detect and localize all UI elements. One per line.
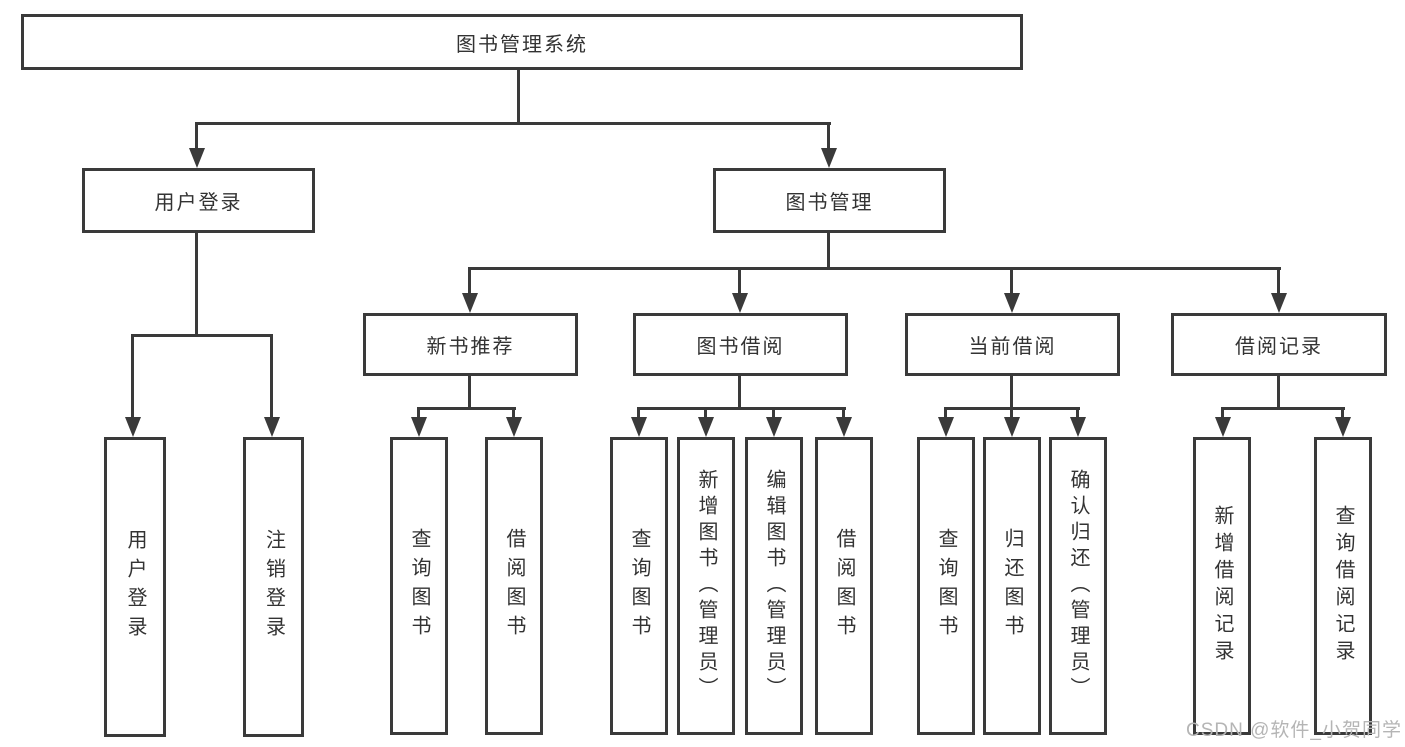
node-borrow-records: 借阅记录 <box>1171 313 1387 376</box>
leaf-label: 借阅图书 <box>503 528 525 644</box>
connector-line <box>270 334 273 419</box>
leaf-label: 新增图书（管理员） <box>695 469 717 703</box>
leaf-label: 编辑图书（管理员） <box>763 469 785 703</box>
leaf-label: 查询图书 <box>935 528 957 644</box>
node-label: 新书推荐 <box>426 336 515 358</box>
connector-line <box>468 376 471 410</box>
connector-line <box>827 122 830 150</box>
node-label: 当前借阅 <box>968 336 1057 358</box>
connector-line <box>1221 407 1345 410</box>
arrowhead-icon <box>698 417 714 437</box>
arrowhead-icon <box>631 417 647 437</box>
connector-line <box>1010 376 1013 410</box>
arrowhead-icon <box>1004 417 1020 437</box>
connector-line <box>842 407 845 419</box>
leaf-borrow-books-recommend: 借阅图书 <box>485 437 543 735</box>
connector-line <box>738 376 741 410</box>
connector-line <box>637 407 846 410</box>
connector-line <box>468 267 471 295</box>
leaf-label: 借阅图书 <box>833 528 855 644</box>
arrowhead-icon <box>506 417 522 437</box>
arrowhead-icon <box>938 417 954 437</box>
arrowhead-icon <box>821 148 837 168</box>
connector-line <box>417 407 420 419</box>
connector-line <box>1010 407 1013 419</box>
connector-line <box>704 407 707 419</box>
leaf-return-books: 归还图书 <box>983 437 1041 735</box>
connector-line <box>417 407 516 410</box>
leaf-label: 查询图书 <box>408 528 430 644</box>
leaf-edit-books-admin: 编辑图书（管理员） <box>745 437 803 735</box>
arrowhead-icon <box>189 148 205 168</box>
node-book-borrowing: 图书借阅 <box>633 313 848 376</box>
connector-line <box>468 267 1281 270</box>
leaf-query-books-recommend: 查询图书 <box>390 437 448 735</box>
connector-line <box>195 122 198 150</box>
arrowhead-icon <box>411 417 427 437</box>
leaf-user-login: 用户登录 <box>104 437 166 737</box>
leaf-borrow-books: 借阅图书 <box>815 437 873 735</box>
arrowhead-icon <box>1271 293 1287 313</box>
connector-line <box>1341 407 1344 419</box>
node-label: 借阅记录 <box>1235 336 1323 358</box>
leaf-query-books-borrow: 查询图书 <box>610 437 668 735</box>
connector-line <box>772 407 775 419</box>
node-label: 图书借阅 <box>696 336 785 358</box>
leaf-label: 查询借阅记录 <box>1332 505 1354 667</box>
leaf-label: 确认归还（管理员） <box>1067 469 1089 703</box>
node-new-book-recommend: 新书推荐 <box>363 313 578 376</box>
leaf-label: 注销登录 <box>262 529 285 645</box>
connector-line <box>131 334 134 419</box>
node-book-management: 图书管理 <box>713 168 946 233</box>
node-current-borrowing: 当前借阅 <box>905 313 1120 376</box>
connector-line <box>637 407 640 419</box>
arrowhead-icon <box>1215 417 1231 437</box>
leaf-add-books-admin: 新增图书（管理员） <box>677 437 735 735</box>
csdn-watermark: CSDN @软件_小贺同学 <box>1186 720 1402 741</box>
leaf-label: 归还图书 <box>1001 528 1023 644</box>
arrowhead-icon <box>732 293 748 313</box>
arrowhead-icon <box>1004 293 1020 313</box>
leaf-add-borrow-record: 新增借阅记录 <box>1193 437 1251 735</box>
connector-line <box>1277 376 1280 410</box>
leaf-logout: 注销登录 <box>243 437 304 737</box>
arrowhead-icon <box>1335 417 1351 437</box>
connector-line <box>1221 407 1224 419</box>
connector-line <box>1277 267 1280 295</box>
leaf-label: 查询图书 <box>628 528 650 644</box>
connector-line <box>512 407 515 419</box>
connector-line <box>195 122 831 125</box>
arrowhead-icon <box>1070 417 1086 437</box>
leaf-query-borrow-record: 查询借阅记录 <box>1314 437 1372 735</box>
node-label: 图书管理 <box>785 192 874 214</box>
connector-line <box>1010 267 1013 295</box>
connector-line <box>944 407 947 419</box>
connector-line <box>517 69 520 125</box>
leaf-confirm-return-admin: 确认归还（管理员） <box>1049 437 1107 735</box>
connector-line <box>827 233 830 270</box>
arrowhead-icon <box>125 417 141 437</box>
arrowhead-icon <box>462 293 478 313</box>
connector-line <box>131 334 273 337</box>
connector-line <box>1076 407 1079 419</box>
arrowhead-icon <box>836 417 852 437</box>
arrowhead-icon <box>264 417 280 437</box>
leaf-label: 新增借阅记录 <box>1211 505 1233 667</box>
node-label: 用户登录 <box>154 192 243 214</box>
leaf-label: 用户登录 <box>124 529 146 645</box>
node-library-system: 图书管理系统 <box>21 14 1023 70</box>
arrowhead-icon <box>766 417 782 437</box>
connector-line <box>738 267 741 295</box>
node-user-login: 用户登录 <box>82 168 315 233</box>
leaf-query-books-current: 查询图书 <box>917 437 975 735</box>
connector-line <box>195 233 198 337</box>
node-label: 图书管理系统 <box>456 33 588 56</box>
